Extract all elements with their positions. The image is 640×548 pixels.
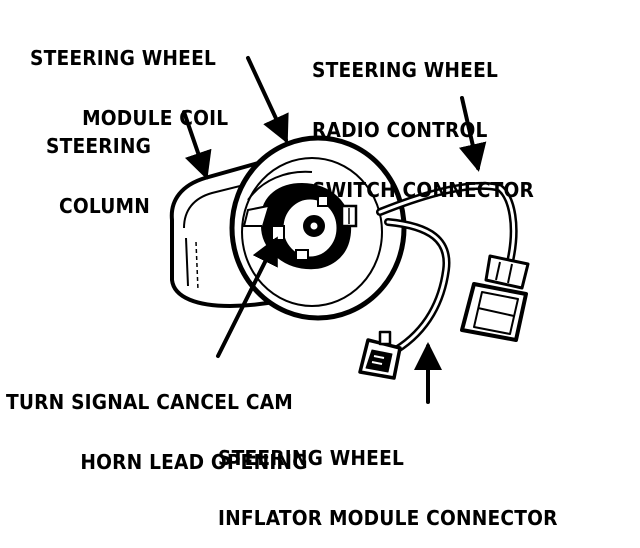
- inflator-module-connector: [358, 330, 402, 380]
- hub-tab: [340, 204, 358, 228]
- cancel-cam-hub: [242, 182, 352, 270]
- steering-wheel-module-coil-diagram: [169, 56, 530, 404]
- label-module-coil: STEERING WHEEL MODULE COIL: [30, 8, 228, 148]
- label-radio-switch-connector-line-1: STEERING WHEEL: [312, 58, 498, 82]
- leader-lines: [182, 56, 487, 404]
- inflator-wire-harness: [384, 218, 451, 354]
- label-steering-column-line-2: COLUMN: [59, 194, 150, 218]
- label-module-coil-line-1: STEERING WHEEL: [30, 46, 216, 70]
- leader-steering-column: [182, 110, 212, 180]
- label-inflator-connector-line-2: INFLATOR MODULE CONNECTOR: [218, 506, 558, 530]
- label-module-coil-line-2: MODULE COIL: [82, 106, 229, 130]
- radio-control-wire-harness: [376, 181, 518, 266]
- leader-cancel-cam: [216, 236, 278, 358]
- radio-control-switch-connector: [460, 254, 530, 342]
- label-radio-switch-connector-line-3: SWITCH CONNECTOR: [312, 178, 534, 202]
- leader-radio-connector: [459, 96, 487, 172]
- leader-module-coil: [246, 56, 289, 144]
- label-steering-column-line-1: STEERING: [46, 134, 152, 158]
- label-radio-switch-connector-line-2: RADIO CONTROL: [312, 118, 488, 142]
- label-radio-switch-connector: STEERING WHEEL RADIO CONTROL SWITCH CONN…: [312, 20, 534, 220]
- label-inflator-connector-line-1: STEERING WHEEL: [218, 446, 404, 470]
- label-cancel-cam-line-1: TURN SIGNAL CANCEL CAM: [6, 390, 293, 414]
- label-inflator-connector: STEERING WHEEL INFLATOR MODULE CONNECTOR: [218, 408, 558, 548]
- label-steering-column: STEERING COLUMN: [46, 96, 151, 236]
